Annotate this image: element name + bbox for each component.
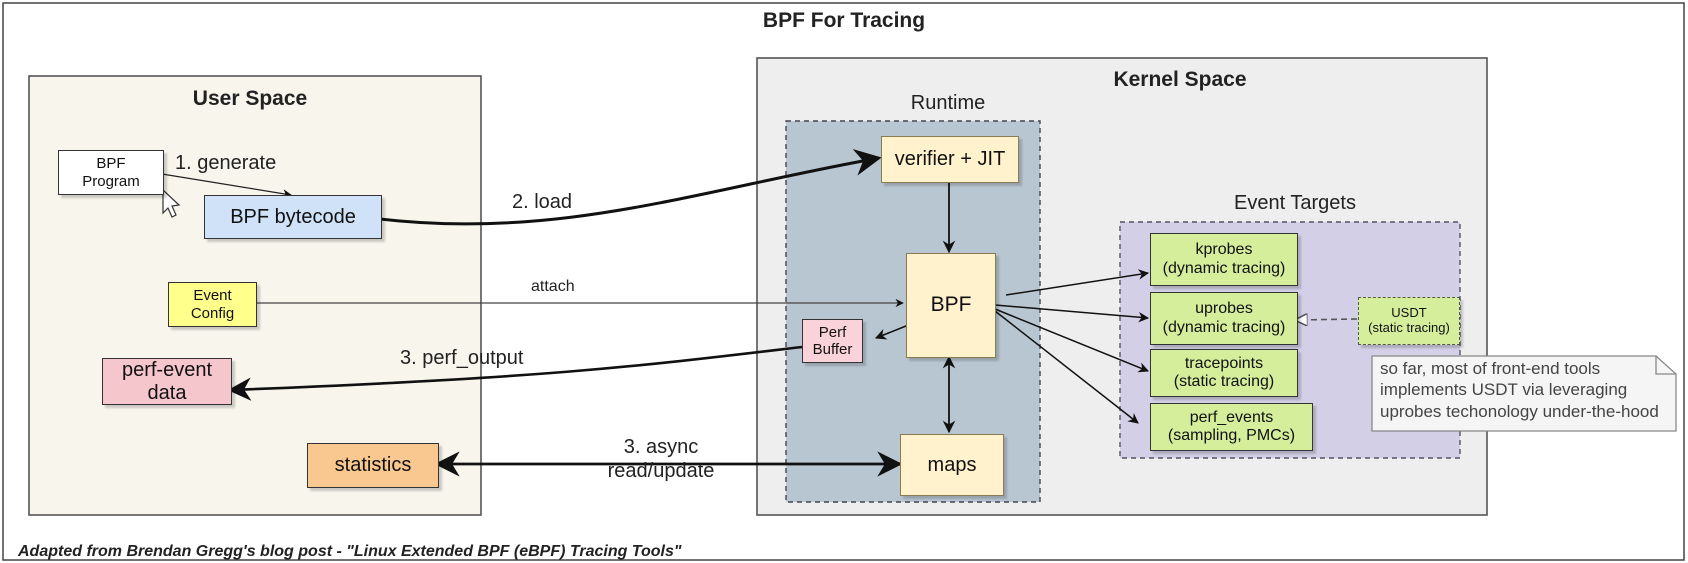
statistics-node: statistics [307, 443, 439, 488]
usdt-note: so far, most of front-end tools implemen… [1380, 359, 1659, 421]
edge-bpf-perfevents [994, 310, 1139, 424]
perf-events-node: perf_events(sampling, PMCs) [1150, 403, 1313, 451]
uprobes-node: uprobes(dynamic tracing) [1150, 292, 1298, 345]
verifier-jit-node: verifier + JIT [881, 136, 1019, 183]
edge-bpf-tracepoints [994, 308, 1149, 373]
runtime-title: Runtime [910, 92, 986, 114]
event-targets-title: Event Targets [1234, 192, 1356, 214]
bpf-node: BPF [906, 253, 996, 358]
diagram-title: BPF For Tracing [762, 9, 926, 32]
edge-label-load: 2. load [512, 191, 573, 213]
bpf-bytecode-node: BPF bytecode [204, 195, 382, 239]
kprobes-node: kprobes(dynamic tracing) [1150, 233, 1298, 286]
edge-load [379, 148, 882, 226]
edge-bpf-uprobes [994, 304, 1150, 323]
maps-node: maps [900, 434, 1004, 496]
cursor-icon [162, 188, 181, 218]
edge-label-perf-output: 3. perf_output [400, 347, 524, 369]
footer-credit: Adapted from Brendan Gregg's blog post -… [18, 543, 682, 560]
usdt-node: USDT(static tracing) [1358, 297, 1460, 345]
edge-bpf-kprobes [1005, 269, 1150, 296]
tracepoints-node: tracepoints(static tracing) [1150, 349, 1298, 397]
kernel-space-title: Kernel Space [1113, 68, 1247, 91]
user-space-title: User Space [192, 87, 308, 110]
note-shape [1371, 355, 1677, 432]
edge-generate [161, 173, 292, 199]
edge-label-attach: attach [531, 278, 575, 295]
edge-label-generate: 1. generate [175, 152, 277, 174]
edge-usdt-uprobes [1296, 319, 1358, 320]
edge-perf-output [227, 345, 803, 401]
edge-bpf-perfbuffer [874, 325, 907, 340]
user-space-panel [28, 75, 482, 516]
